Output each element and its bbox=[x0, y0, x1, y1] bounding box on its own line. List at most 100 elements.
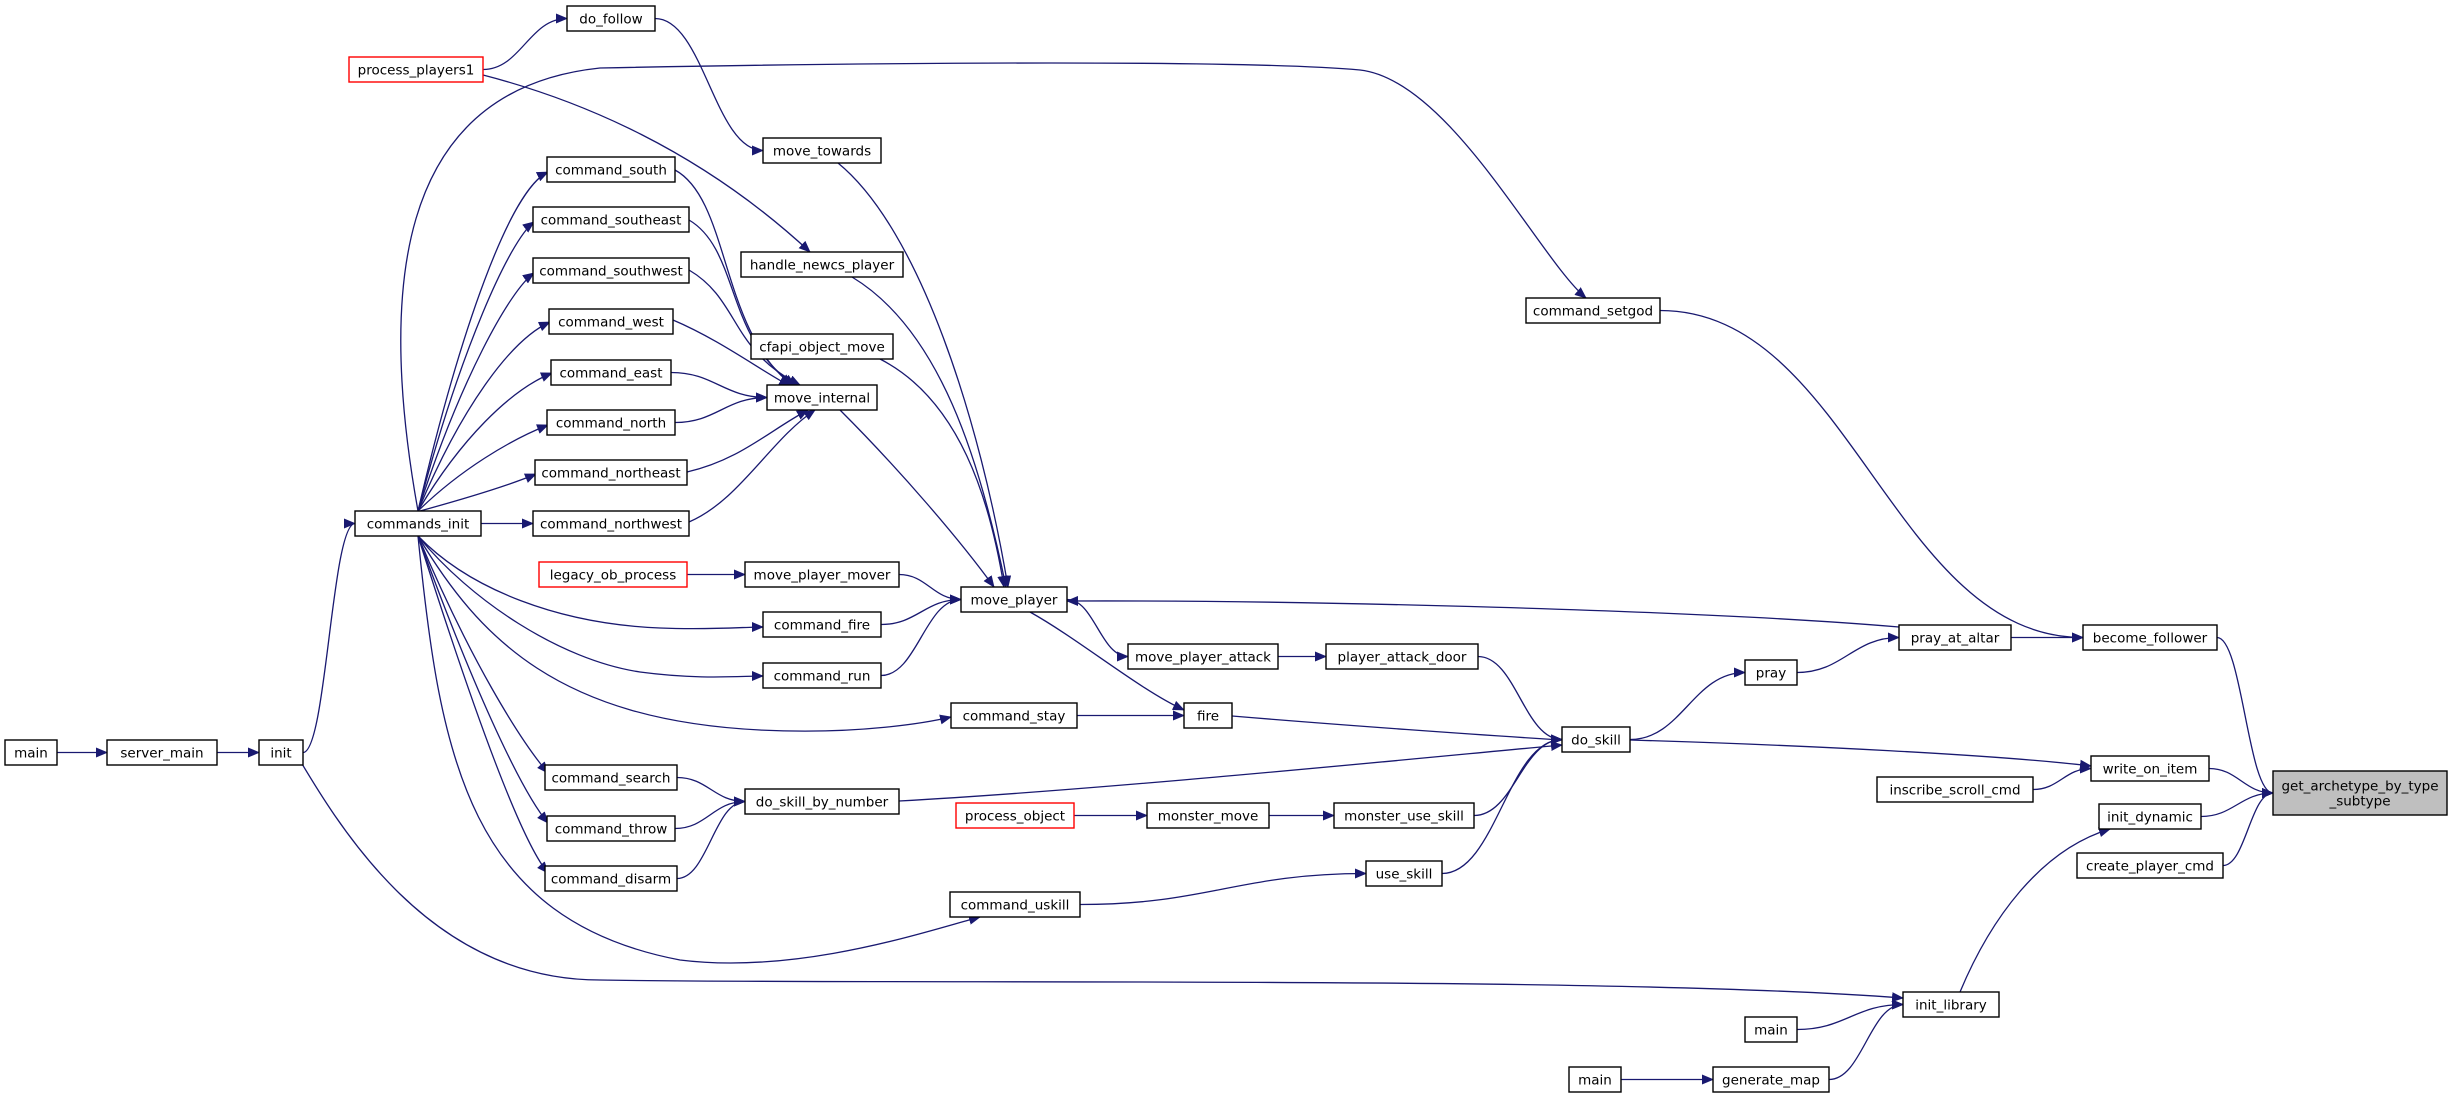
node-label: command_northwest bbox=[540, 517, 682, 533]
node-command-southeast[interactable]: command_southeast bbox=[532, 206, 690, 233]
node-command-southwest[interactable]: command_southwest bbox=[532, 257, 690, 284]
node-box bbox=[762, 662, 882, 689]
node-command-south[interactable]: command_south bbox=[546, 156, 676, 183]
node-box bbox=[2272, 770, 2448, 816]
node-box bbox=[1127, 643, 1279, 670]
node-box bbox=[1898, 624, 2012, 651]
node-command-setgod[interactable]: command_setgod bbox=[1525, 297, 1661, 324]
node-label: command_stay bbox=[963, 709, 1066, 725]
node-move-internal[interactable]: move_internal bbox=[766, 384, 878, 411]
node-write-on-item[interactable]: write_on_item bbox=[2090, 755, 2210, 782]
edge-use-skill-to-do-skill bbox=[1441, 734, 1563, 875]
node-command-search[interactable]: command_search bbox=[544, 764, 678, 791]
edge-process-players1-to-handle-newcs-player bbox=[482, 74, 811, 253]
edge-init-library-to-init-dynamic bbox=[1959, 827, 2111, 993]
node-box bbox=[532, 510, 690, 537]
edge-move-player-mover-to-move-player bbox=[898, 573, 962, 605]
node-init-dynamic[interactable]: init_dynamic bbox=[2098, 803, 2202, 830]
node-commands-init[interactable]: commands_init bbox=[354, 510, 482, 537]
node-move-player[interactable]: move_player bbox=[960, 586, 1068, 613]
node-box bbox=[960, 586, 1068, 613]
node-box bbox=[538, 561, 688, 588]
node-command-uskill[interactable]: command_uskill bbox=[949, 891, 1081, 918]
node-command-stay[interactable]: command_stay bbox=[950, 702, 1078, 729]
node-label: command_northeast bbox=[541, 466, 680, 482]
node-label: command_setgod bbox=[1533, 304, 1653, 320]
node-process-object[interactable]: process_object bbox=[955, 802, 1075, 829]
node-box bbox=[955, 802, 1075, 829]
node-label: generate_map bbox=[1722, 1073, 1820, 1089]
node-label: do_skill_by_number bbox=[756, 795, 889, 811]
node-monster-move[interactable]: monster_move bbox=[1146, 802, 1270, 829]
node-player-attack-door[interactable]: player_attack_door bbox=[1325, 643, 1479, 670]
node-generate-map[interactable]: generate_map bbox=[1712, 1066, 1830, 1093]
node-label: init_library bbox=[1915, 998, 1987, 1014]
node-command-run[interactable]: command_run bbox=[762, 662, 882, 689]
node-box bbox=[354, 510, 482, 537]
edge-commands-init-to-command-south bbox=[417, 171, 549, 512]
edge-become-follower-to-root bbox=[2216, 636, 2274, 798]
node-label: legacy_ob_process bbox=[550, 568, 677, 584]
edge-init-to-commands-init bbox=[302, 518, 356, 754]
node-move-player-mover[interactable]: move_player_mover bbox=[744, 561, 900, 588]
node-label: main bbox=[1578, 1073, 1612, 1089]
edge-move-towards-to-move-player bbox=[837, 162, 1012, 588]
node-server-main[interactable]: server_main bbox=[106, 739, 218, 766]
node-box bbox=[546, 409, 676, 436]
node-label: init bbox=[270, 746, 291, 762]
node-box bbox=[744, 788, 900, 815]
edge-do-skill-to-pray bbox=[1629, 667, 1746, 741]
node-command-throw[interactable]: command_throw bbox=[546, 815, 676, 842]
node-label: command_run bbox=[774, 669, 871, 685]
node-main-c[interactable]: main bbox=[1568, 1066, 1622, 1093]
node-command-north[interactable]: command_north bbox=[546, 409, 676, 436]
node-root[interactable]: get_archetype_by_type_subtype bbox=[2272, 770, 2448, 816]
node-init[interactable]: init bbox=[258, 739, 304, 766]
node-label: monster_move bbox=[1158, 809, 1259, 825]
node-box bbox=[949, 891, 1081, 918]
edge-cfapi-object-move-to-move-player bbox=[879, 358, 1008, 588]
node-command-west[interactable]: command_west bbox=[548, 308, 674, 335]
node-do-skill[interactable]: do_skill bbox=[1561, 726, 1631, 753]
edge-move-player-to-move-player-attack bbox=[1066, 598, 1129, 662]
node-main-b[interactable]: main bbox=[1744, 1016, 1798, 1043]
node-create-player-cmd[interactable]: create_player_cmd bbox=[2076, 852, 2224, 879]
node-command-northeast[interactable]: command_northeast bbox=[534, 459, 688, 486]
node-label: command_east bbox=[559, 366, 662, 382]
node-box bbox=[550, 359, 672, 386]
node-box bbox=[1561, 726, 1631, 753]
node-legacy-ob-process[interactable]: legacy_ob_process bbox=[538, 561, 688, 588]
node-move-player-attack[interactable]: move_player_attack bbox=[1127, 643, 1279, 670]
node-label: command_throw bbox=[555, 822, 668, 838]
node-main-a[interactable]: main bbox=[4, 739, 58, 766]
edge-command-search-to-do-skill-by-number bbox=[676, 776, 746, 807]
edge-process-players1-to-do-follow bbox=[482, 13, 568, 71]
node-pray-at-altar[interactable]: pray_at_altar bbox=[1898, 624, 2012, 651]
node-command-east[interactable]: command_east bbox=[550, 359, 672, 386]
node-inscribe-scroll-cmd[interactable]: inscribe_scroll_cmd bbox=[1876, 776, 2034, 803]
node-handle-newcs-player[interactable]: handle_newcs_player bbox=[740, 251, 904, 278]
node-label: do_follow bbox=[579, 12, 642, 28]
node-cfapi-object-move[interactable]: cfapi_object_move bbox=[750, 333, 894, 360]
node-box bbox=[1744, 1016, 1798, 1043]
edge-do-follow-to-move-towards bbox=[654, 17, 764, 156]
node-do-skill-by-number[interactable]: do_skill_by_number bbox=[744, 788, 900, 815]
edge-command-east-to-move-internal bbox=[670, 371, 768, 403]
edge-commands-init-to-command-northeast bbox=[419, 473, 537, 512]
node-init-library[interactable]: init_library bbox=[1902, 991, 2000, 1018]
edge-move-player-to-fire bbox=[1029, 611, 1185, 711]
node-use-skill[interactable]: use_skill bbox=[1365, 860, 1443, 887]
node-box bbox=[348, 56, 484, 83]
node-command-northwest[interactable]: command_northwest bbox=[532, 510, 690, 537]
node-pray[interactable]: pray bbox=[1744, 659, 1798, 686]
node-box bbox=[546, 815, 676, 842]
node-command-fire[interactable]: command_fire bbox=[762, 611, 882, 638]
node-monster-use-skill[interactable]: monster_use_skill bbox=[1333, 802, 1475, 829]
node-do-follow[interactable]: do_follow bbox=[566, 5, 656, 32]
edge-do-skill-by-number-to-do-skill bbox=[898, 741, 1563, 802]
node-become-follower[interactable]: become_follower bbox=[2082, 624, 2218, 651]
node-fire[interactable]: fire bbox=[1183, 702, 1233, 729]
node-move-towards[interactable]: move_towards bbox=[762, 137, 882, 164]
node-command-disarm[interactable]: command_disarm bbox=[544, 865, 678, 892]
node-process-players1[interactable]: process_players1 bbox=[348, 56, 484, 83]
